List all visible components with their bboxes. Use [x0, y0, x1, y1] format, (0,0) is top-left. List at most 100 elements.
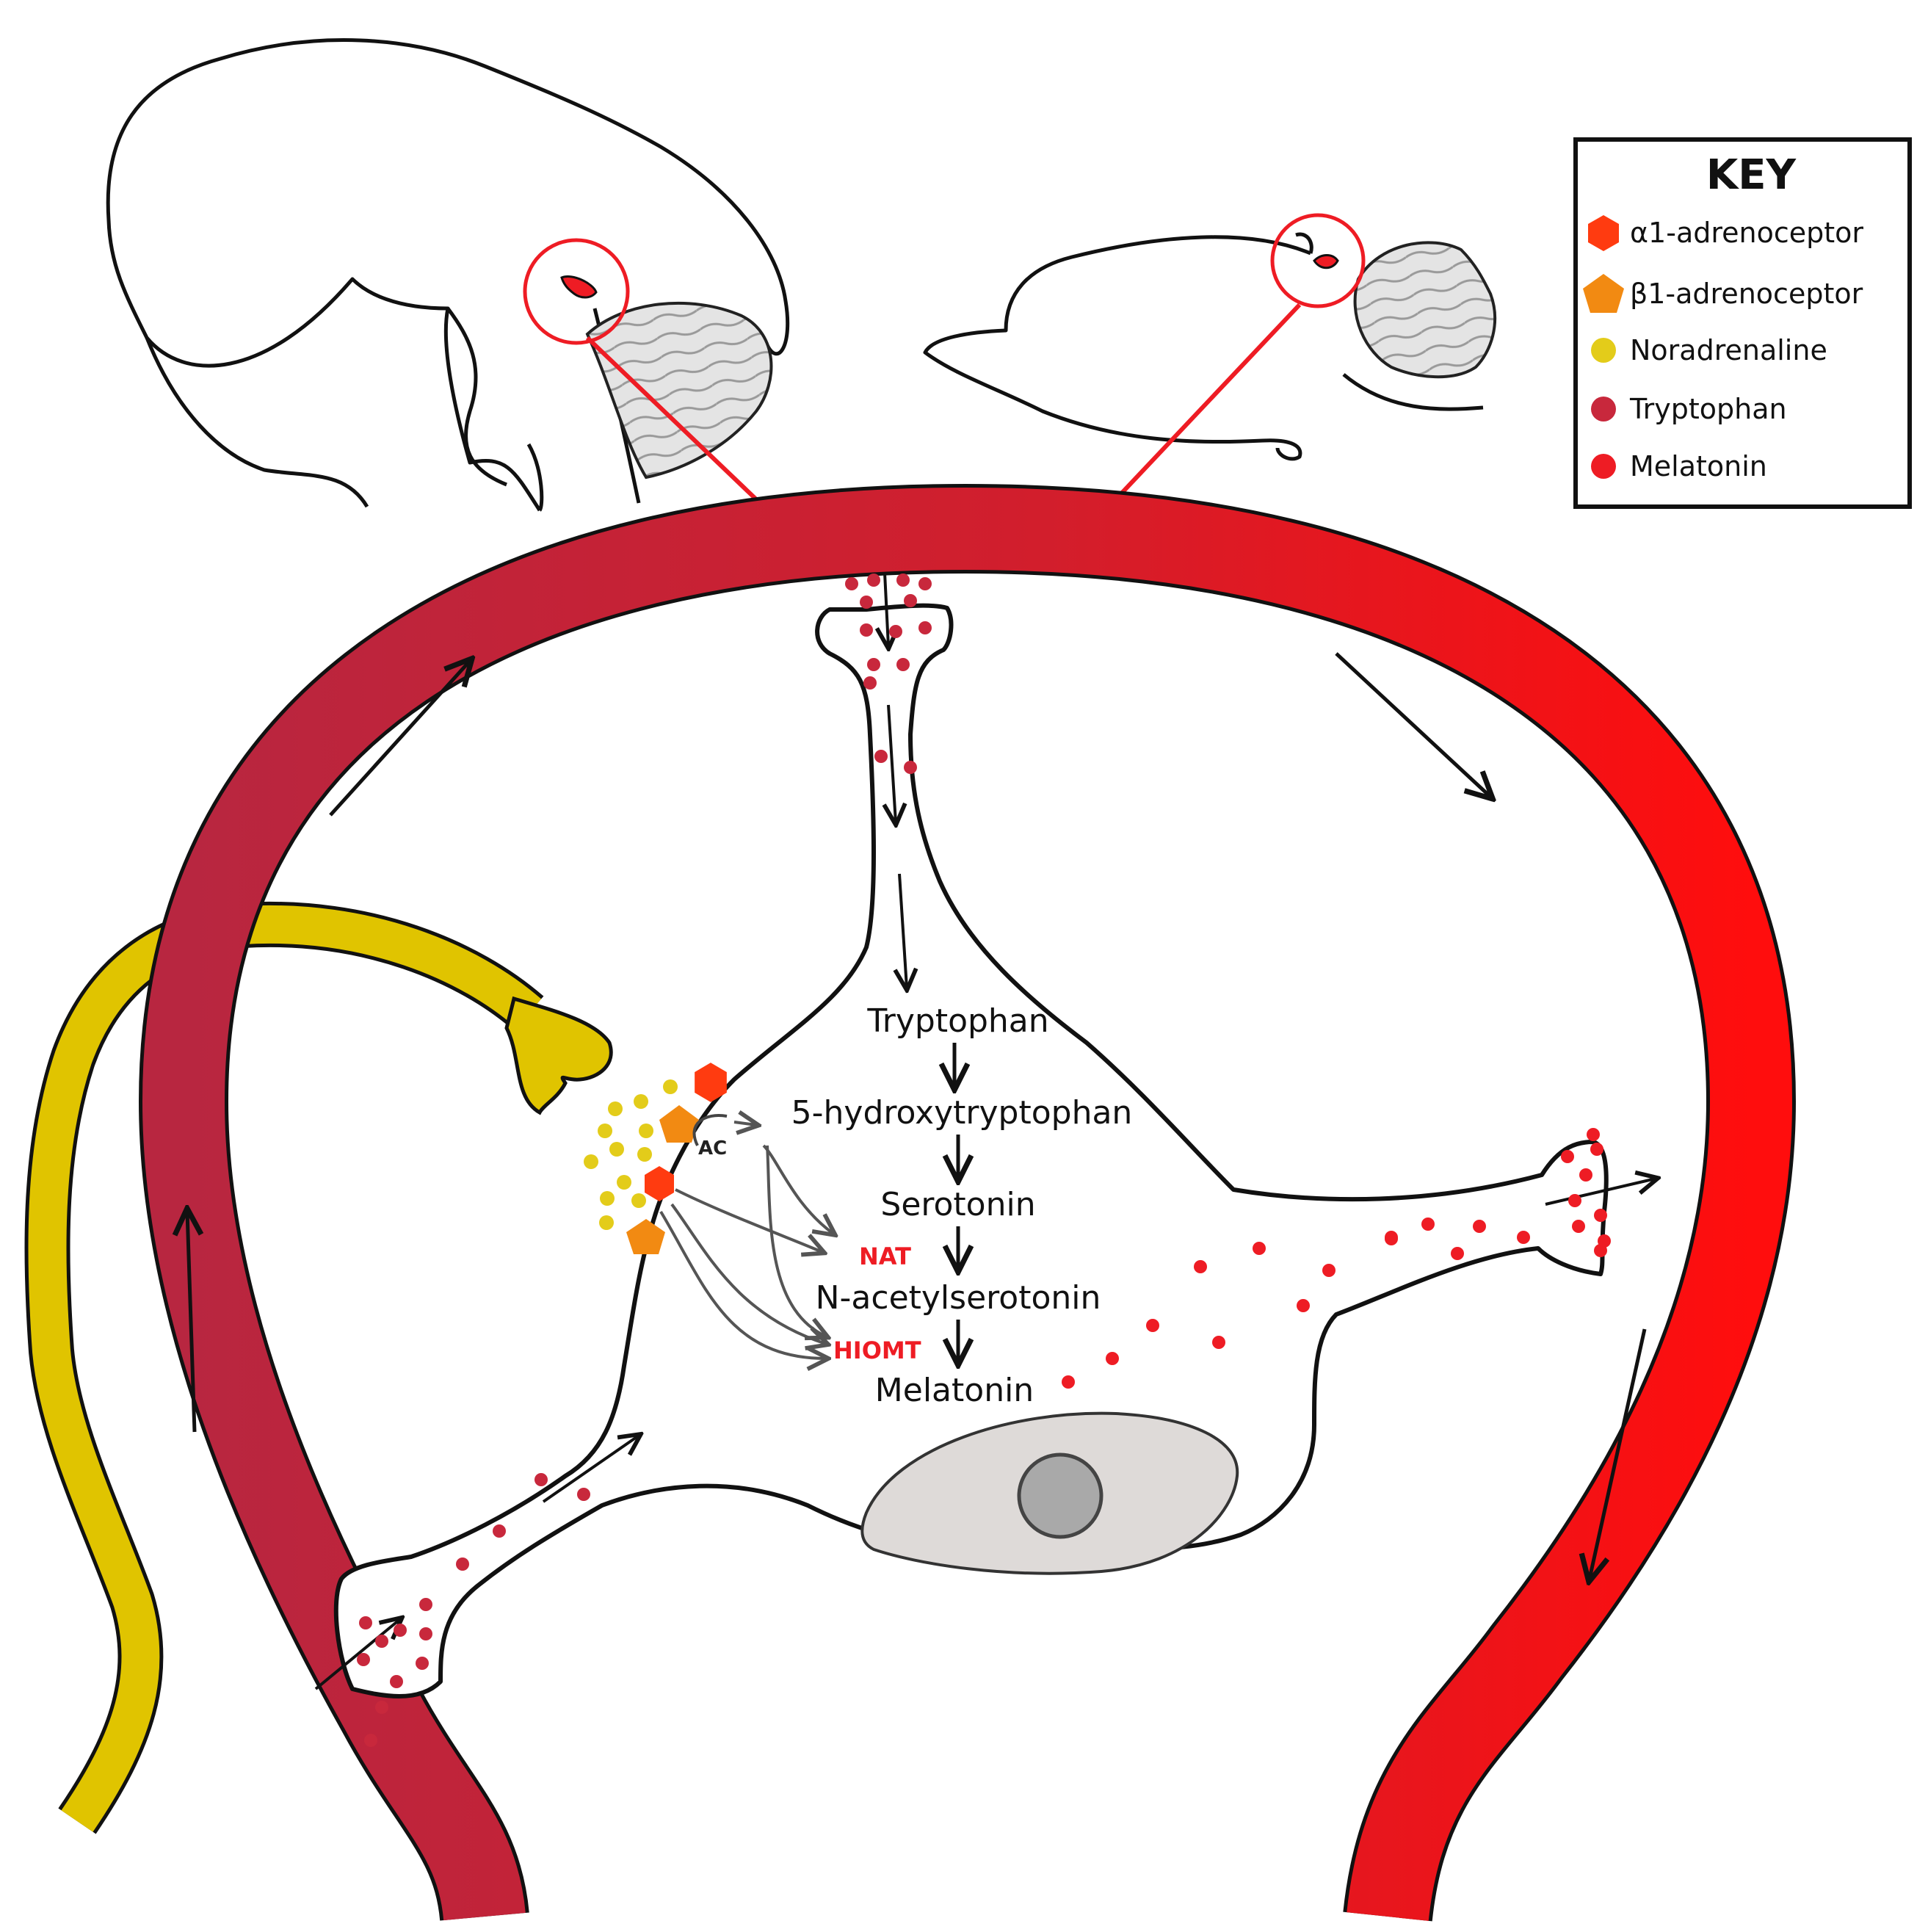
human-brain: [106, 38, 790, 512]
tryptophan-molecule: [918, 577, 932, 590]
ac-signalling: AC: [659, 1115, 833, 1358]
melatonin-molecule: [1594, 1209, 1607, 1222]
tryptophan-molecule: [874, 750, 888, 763]
tryptophan-molecule: [860, 596, 873, 609]
noradrenaline-molecule: [637, 1147, 652, 1162]
enzyme-nat: NAT: [859, 1242, 911, 1270]
key-label-beta1: β1-adrenoceptor: [1630, 278, 1863, 310]
tryptophan-molecule: [419, 1627, 432, 1640]
pathway-step-n-acetylserotonin: N-acetylserotonin: [816, 1279, 1101, 1317]
key-noradrenaline-icon: [1591, 338, 1616, 363]
melatonin-molecule: [1194, 1260, 1207, 1273]
rat-pineal-connector: [1110, 303, 1302, 505]
noradrenaline-molecule: [608, 1101, 623, 1116]
pathway-step-5-hydroxytryptophan: 5-hydroxytryptophan: [791, 1094, 1133, 1132]
melatonin-molecule: [1146, 1319, 1159, 1332]
tryptophan-molecule: [867, 658, 880, 671]
melatonin-molecule: [1568, 1194, 1581, 1207]
melatonin-molecule: [1579, 1168, 1592, 1182]
rat-cerebellum: [1353, 241, 1497, 379]
noradrenaline-molecule: [617, 1175, 631, 1190]
tryptophan-molecule: [904, 594, 917, 607]
noradrenaline-molecule: [599, 1215, 614, 1230]
tryptophan-molecule: [860, 623, 873, 637]
pathway-step-melatonin: Melatonin: [875, 1372, 1034, 1409]
beta1-adrenoceptor-1: [659, 1105, 699, 1143]
tryptophan-molecule: [375, 1701, 388, 1714]
nucleolus: [1017, 1452, 1103, 1539]
key-beta1-icon: [1583, 274, 1624, 313]
noradrenaline-molecule: [584, 1154, 598, 1169]
tryptophan-molecule: [390, 1675, 403, 1688]
ac-label: AC: [698, 1137, 727, 1159]
tryptophan-molecule: [394, 1624, 407, 1637]
sympathetic-nerve: [24, 901, 613, 1834]
melatonin-molecule: [1561, 1150, 1574, 1163]
tryptophan-molecule: [918, 621, 932, 634]
noradrenaline-molecule: [663, 1079, 678, 1094]
tryptophan-molecule: [456, 1557, 469, 1571]
melatonin-molecule: [1451, 1247, 1464, 1260]
tryptophan-molecule: [534, 1473, 548, 1486]
tryptophan-molecule: [867, 574, 880, 587]
key-tryptophan-icon: [1591, 397, 1616, 422]
beta1-adrenoceptor-2: [626, 1219, 665, 1254]
pathway-step-serotonin: Serotonin: [880, 1186, 1035, 1223]
noradrenaline-molecule: [598, 1124, 612, 1138]
melatonin-molecule: [1322, 1264, 1336, 1277]
melatonin-molecule: [1587, 1128, 1600, 1141]
key-box: [1573, 137, 1912, 509]
tryptophan-molecule: [375, 1635, 388, 1648]
melatonin-molecule: [1385, 1231, 1398, 1244]
human-pineal-connector: [585, 336, 758, 502]
melatonin-molecule: [1062, 1375, 1075, 1389]
tryptophan-molecule: [416, 1657, 429, 1670]
key-label-alpha1: α1-adrenoceptor: [1630, 217, 1863, 249]
key-label-melatonin: Melatonin: [1630, 450, 1767, 482]
noradrenaline-molecule: [600, 1191, 615, 1206]
tryptophan-molecule: [493, 1524, 506, 1538]
rat-brain: [923, 213, 1497, 505]
pinealocyte: [333, 603, 1609, 1698]
melatonin-molecule: [1572, 1220, 1585, 1233]
nerve-terminal: [504, 996, 613, 1115]
key-alpha1-icon: [1588, 215, 1619, 251]
melatonin-molecule: [1253, 1242, 1266, 1255]
tryptophan-molecule: [577, 1488, 590, 1501]
tryptophan-molecule: [359, 1616, 372, 1629]
noradrenaline-molecule: [631, 1193, 646, 1208]
tryptophan-uptake-arrows: [314, 572, 1656, 1690]
human-cerebellum: [585, 301, 773, 480]
tryptophan-molecule: [904, 761, 917, 774]
noradrenaline-molecules: [584, 1079, 678, 1230]
melatonin-molecule: [1297, 1299, 1310, 1312]
key-label-noradrenaline: Noradrenaline: [1630, 334, 1827, 366]
tryptophan-molecule: [845, 577, 858, 590]
melatonin-molecule: [1421, 1218, 1435, 1231]
melatonin-molecule: [1590, 1143, 1603, 1156]
melatonin-molecule: [1517, 1231, 1530, 1244]
melatonin-pathway: Tryptophan 5-hydroxytryptophan Serotonin…: [791, 1002, 1133, 1409]
melatonin-molecule: [1212, 1336, 1225, 1349]
key-title: KEY: [1706, 151, 1797, 199]
rat-pineal-gland: [1313, 254, 1339, 269]
melatonin-molecules: [1062, 1128, 1611, 1389]
human-pineal-gland: [560, 275, 598, 299]
tryptophan-molecule: [364, 1734, 377, 1747]
noradrenaline-molecule: [634, 1094, 648, 1109]
human-pineal-highlight: [523, 238, 630, 345]
tryptophan-molecule: [896, 658, 910, 671]
receptors: [626, 1063, 727, 1254]
blood-vessel: [139, 484, 1796, 1922]
pathway-step-tryptophan: Tryptophan: [866, 1002, 1048, 1040]
alpha1-adrenoceptor-2: [645, 1166, 674, 1201]
tryptophan-molecule: [419, 1598, 432, 1611]
melatonin-molecule: [1594, 1244, 1607, 1257]
noradrenaline-molecule: [639, 1124, 653, 1138]
rat-pineal-highlight: [1270, 213, 1366, 308]
tryptophan-molecules: [357, 574, 932, 1747]
tryptophan-molecule: [357, 1653, 370, 1666]
tryptophan-molecule: [863, 676, 877, 690]
